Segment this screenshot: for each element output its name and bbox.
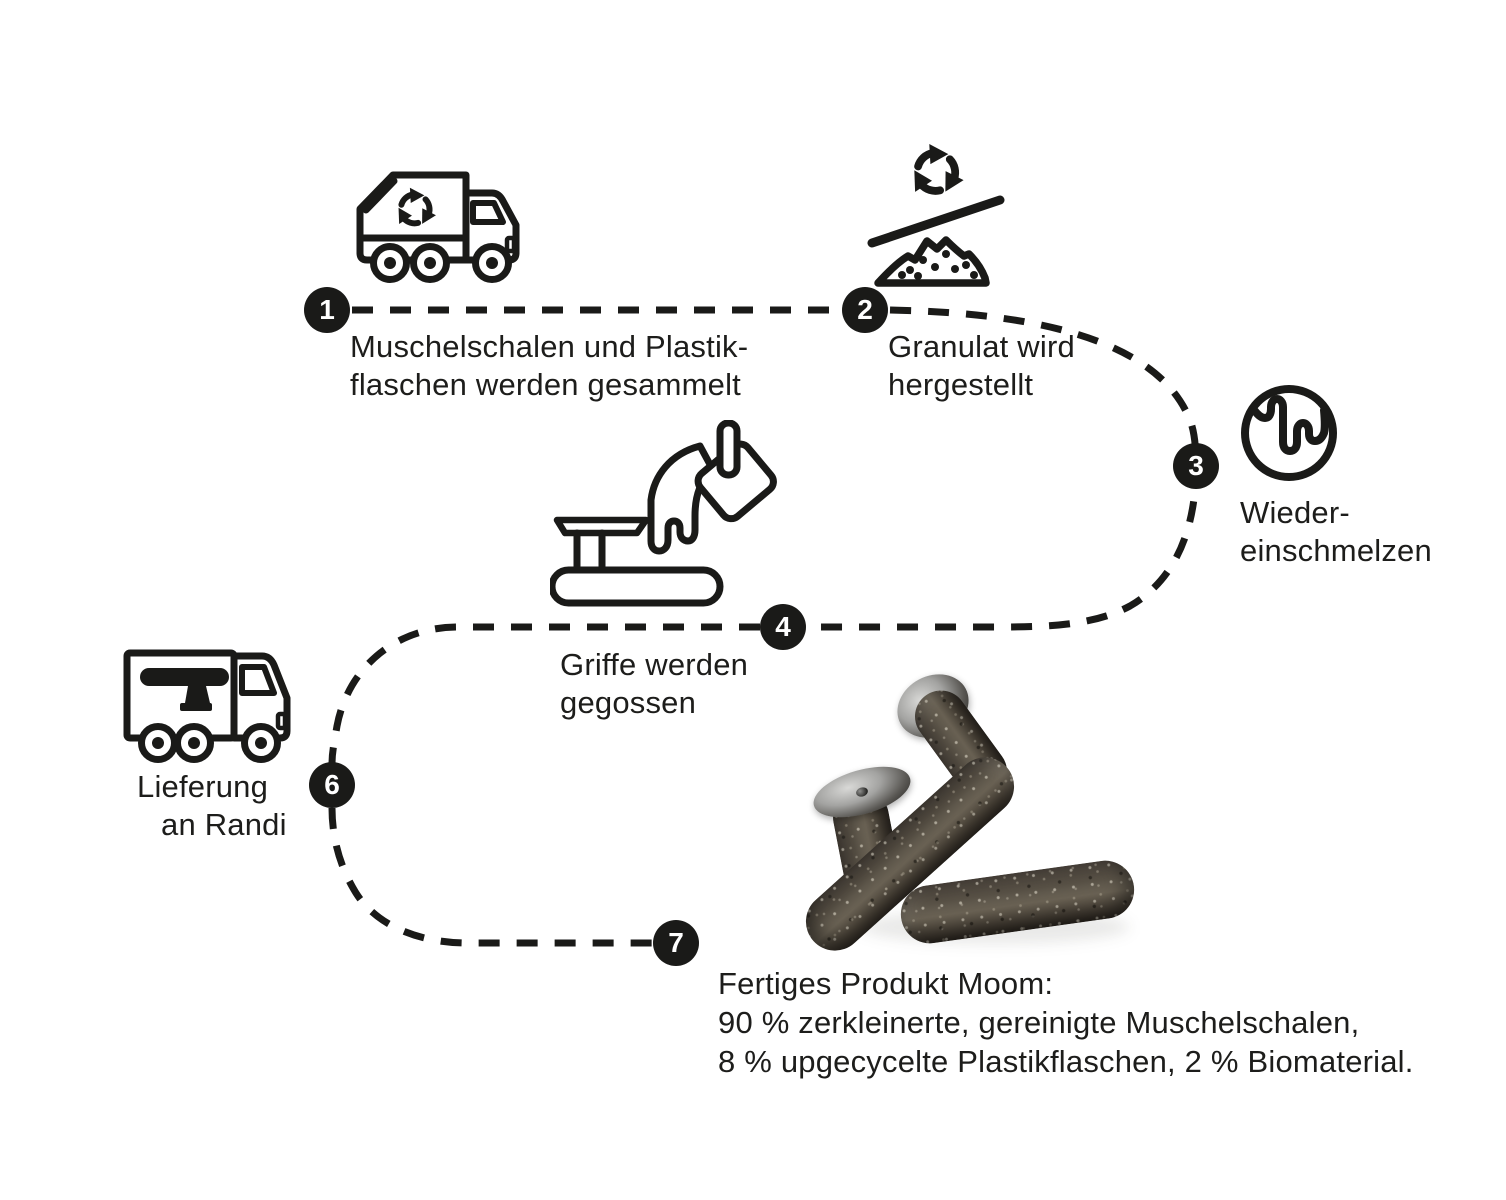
delivery-truck-icon	[123, 649, 291, 763]
step-3-label: Wieder- einschmelzen	[1240, 495, 1432, 568]
recycling-truck-icon	[356, 171, 520, 283]
step-2-label: Granulat wird hergestellt	[888, 329, 1075, 402]
step-4-label: Griffe werden gegossen	[560, 647, 749, 720]
casting-icon	[550, 420, 777, 607]
step-6-label: Lieferung an Randi	[137, 769, 287, 842]
step-1-badge: 1	[304, 287, 350, 333]
step-2-badge: 2	[842, 287, 888, 333]
granulate-icon	[867, 128, 1005, 287]
step-6-badge: 6	[309, 762, 355, 808]
door-handle-glyph	[140, 668, 229, 711]
step-7-label: Fertiges Produkt Moom: 90 % zerkleinerte…	[718, 966, 1414, 1079]
step-4-badge: 4	[760, 604, 806, 650]
step-3-badge: 3	[1173, 443, 1219, 489]
remelting-icon	[1241, 385, 1337, 481]
product-photo	[793, 648, 1200, 963]
step-1-label: Muschelschalen und Plastik- flaschen wer…	[350, 329, 749, 402]
step-7-badge: 7	[653, 920, 699, 966]
